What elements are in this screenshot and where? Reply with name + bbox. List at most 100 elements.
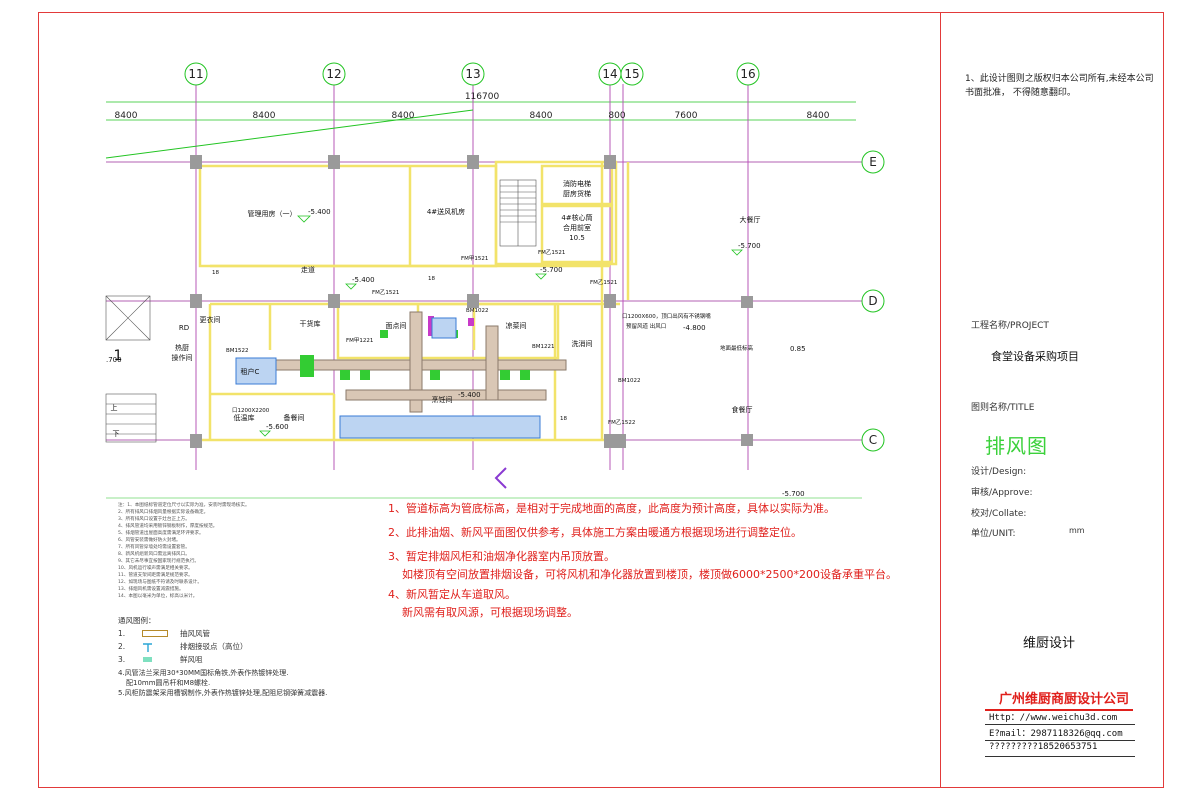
note-line: 5、排烟管道出屋面高度需满足环评要求。 — [118, 531, 204, 536]
grid-row-E: E — [869, 155, 877, 169]
dim-4: 8400 — [530, 111, 553, 121]
diagonal-guide — [105, 109, 474, 159]
walls — [198, 160, 630, 442]
ductwork — [245, 311, 567, 413]
room-dining: 食餐厅 — [732, 405, 753, 414]
grid-bubbles — [184, 62, 885, 452]
titleblock-divider — [940, 12, 941, 788]
tag-15: 18 — [560, 416, 567, 422]
dim-3: 8400 — [392, 111, 415, 121]
room-pastry: 面点间 — [386, 322, 407, 330]
drawing-title: 排风图 — [985, 434, 1048, 458]
tag-6: BM1522 — [226, 348, 249, 354]
elev-2: -5.700 — [540, 266, 563, 274]
dim-6: 7600 — [675, 111, 698, 121]
elev-3: -5.700 — [738, 242, 761, 250]
exhaust-points — [378, 316, 474, 430]
legend-title: 通风图例： — [118, 616, 156, 625]
columns — [190, 155, 753, 448]
legend-item-fresh: 3. 鲜风咀 — [118, 653, 388, 666]
tag-14: 18 — [428, 276, 435, 282]
tag-1: FM甲1521 — [461, 255, 488, 262]
room-num: 1 — [114, 348, 123, 364]
red-note: 1、管道标高为管底标高，是相对于完成地面的高度，此高度为预计高度，具体以实际为准… — [388, 502, 835, 515]
phone-number: ?????????18520653751 — [989, 742, 1098, 752]
room-changing: 更衣间 — [200, 315, 221, 324]
legend-num: 2. — [118, 642, 126, 651]
note-line: 6、风管安装需做好防火封堵。 — [118, 538, 181, 543]
red-note: 2、此排油烟、新风平面图仅供参考，具体施工方案由暖通方根据现场进行调整定位。 — [388, 526, 802, 539]
tag-9: 口1200X600，顶口出风有不锈钢嘴 — [622, 312, 711, 320]
copyright-notice: 1、此设计图则之版权归本公司所有,未经本公司书面批准， 不得随意翻印。 — [965, 74, 1154, 98]
dimension-labels: 8400 8400 8400 8400 800 7600 8400 116700 — [115, 92, 830, 121]
room-lowtemp: 低温库 — [234, 413, 255, 422]
elev-6: -5.400 — [458, 391, 481, 399]
dim-5: 800 — [608, 111, 625, 121]
note-line: 14、本图以毫米为单位，标高以米计。 — [118, 594, 198, 599]
grid-col-11: 11 — [188, 67, 203, 81]
legend-item-exhaust: 2. 排烟接驳点（高位） — [118, 640, 388, 653]
approve-label: 审核/Approve: — [971, 488, 1033, 498]
grid-col-14: 14 — [602, 67, 617, 81]
tag-10: 预留风道 出风口 — [626, 322, 666, 330]
title-block: 1、此设计图则之版权归本公司所有,未经本公司书面批准， 不得随意翻印。 工程名称… — [941, 12, 1164, 788]
title-label: 图则名称/TITLE — [971, 403, 1035, 413]
room-prep: 备餐间 — [284, 413, 305, 422]
note-line: 2、所有排风口排烟风量根据实际设备确定。 — [118, 510, 209, 515]
room-corridor: 走道 — [301, 265, 315, 274]
tag-12: 口1200X2200 — [232, 407, 270, 414]
drawing-frame — [38, 12, 1164, 788]
grid-col-13: 13 — [465, 67, 480, 81]
legend-label: 抽风风管 — [180, 629, 210, 638]
legend-num: 3. — [118, 655, 126, 664]
project-name: 食堂设备采购项目 — [991, 350, 1079, 363]
fresh-air-icon — [143, 657, 152, 662]
unit-label: 单位/UNIT: — [971, 529, 1016, 539]
grid-col-15: 15 — [624, 67, 639, 81]
general-notes: 注：1、本图纸标管道定位尺寸以实际为准，安装时需现场核实。 2、所有排风口排烟风… — [118, 502, 378, 600]
room-core-c: 10.5 — [569, 234, 585, 242]
note-line: 注：1、本图纸标管道定位尺寸以实际为准，安装时需现场核实。 — [118, 503, 250, 508]
legend-extra-line: 5.风柜防震架采用槽钢制作,外表作热镀锌处理,配阻尼钢弹簧减震器. — [118, 689, 328, 697]
elevation-labels: -5.400 -5.700 -5.700 -5.400 -4.800 -5.40… — [106, 208, 806, 498]
room-cook: 烹饪间 — [432, 395, 453, 404]
contact-rule — [985, 756, 1135, 757]
design-label: 设计/Design: — [971, 467, 1027, 477]
tag-17: FM乙1522 — [608, 419, 635, 426]
legend-extra-line: 配10mm圆吊杆和M8螺栓. — [126, 679, 211, 687]
legend-item-duct: 1. 抽风风管 — [118, 627, 388, 640]
tag-16: FM乙1521 — [538, 249, 565, 256]
note-line: 3、所有排风口设置于灶台正上方。 — [118, 517, 190, 522]
elev-8: -5.700 — [782, 490, 805, 498]
red-note: 3、暂定排烟风柜和油烟净化器室内吊顶放置。 — [388, 550, 615, 563]
red-note: 如楼顶有空间放置排烟设备，可将风机和净化器放置到楼顶，楼顶做6000*2500*… — [402, 568, 897, 581]
tag-7: BM1022 — [618, 378, 641, 384]
room-fan: 4#送风机房 — [427, 207, 465, 216]
elev-9: 0.85 — [790, 345, 806, 353]
note-line: 12、如现场与图纸不符请及时联系设计。 — [118, 580, 202, 585]
room-core-b: 合用前室 — [563, 223, 591, 232]
legend-num: 1. — [118, 629, 126, 638]
elev-1: -5.400 — [308, 208, 331, 216]
exhaust-point-icon — [143, 643, 152, 652]
room-lift: 消防电梯 — [563, 179, 591, 188]
website-link[interactable]: Http：//www.weichu3d.com — [989, 713, 1118, 723]
tag-5: BM1221 — [532, 344, 555, 350]
equipment-tags: FM甲1521 FM乙1521 FM乙1521 FM甲1221 BM1221 B… — [212, 249, 754, 426]
dim-total: 116700 — [465, 92, 500, 102]
equipment — [235, 317, 541, 439]
legend-label: 鲜风咀 — [180, 655, 203, 664]
email-link[interactable]: E?mail：2987118326@qq.com — [989, 729, 1123, 739]
tag-8: BM1022 — [466, 308, 489, 314]
note-line: 13、排烟风机需设置减震措施。 — [118, 587, 184, 592]
company-name: 广州维厨商厨设计公司 — [999, 692, 1130, 707]
tag-3: FM乙1521 — [590, 279, 617, 286]
note-line: 11、管道支架间距需满足规范要求。 — [118, 573, 193, 578]
stair-up: 上 — [111, 403, 118, 412]
dim-2: 8400 — [253, 111, 276, 121]
room-labels: 管理用房（一） 4#送风机房 消防电梯 厨房货梯 4#核心筒 合用前室 10.5… — [111, 179, 761, 438]
dim-1: 8400 — [115, 111, 138, 121]
chevron-left-icon[interactable] — [494, 467, 507, 489]
contact-rule — [985, 740, 1135, 741]
note-line: 9、其它未尽事宜按国家现行规范执行。 — [118, 559, 200, 564]
